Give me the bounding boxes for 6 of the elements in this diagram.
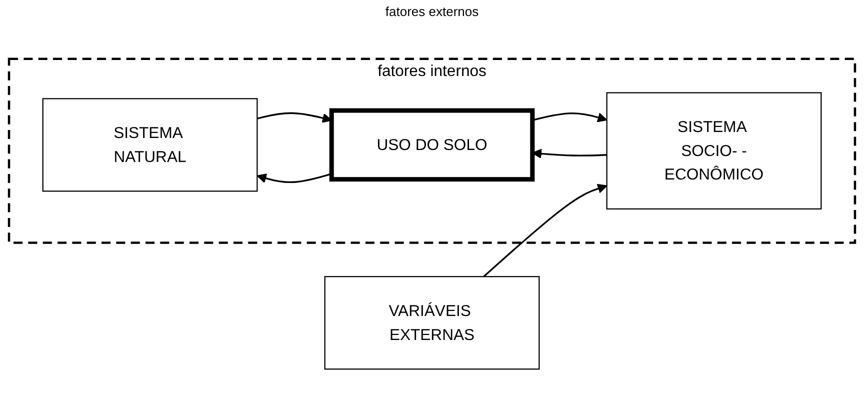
node-box: SISTEMA NATURAL	[42, 98, 258, 192]
node-box: VARIÁVEIS EXTERNAS	[324, 276, 540, 370]
node-box: SISTEMA SOCIO- -ECONÔMICO	[606, 92, 822, 210]
note-text: fatores externos	[385, 4, 479, 19]
node-box: USO DO SOLO	[329, 108, 535, 182]
arrow	[483, 184, 608, 278]
